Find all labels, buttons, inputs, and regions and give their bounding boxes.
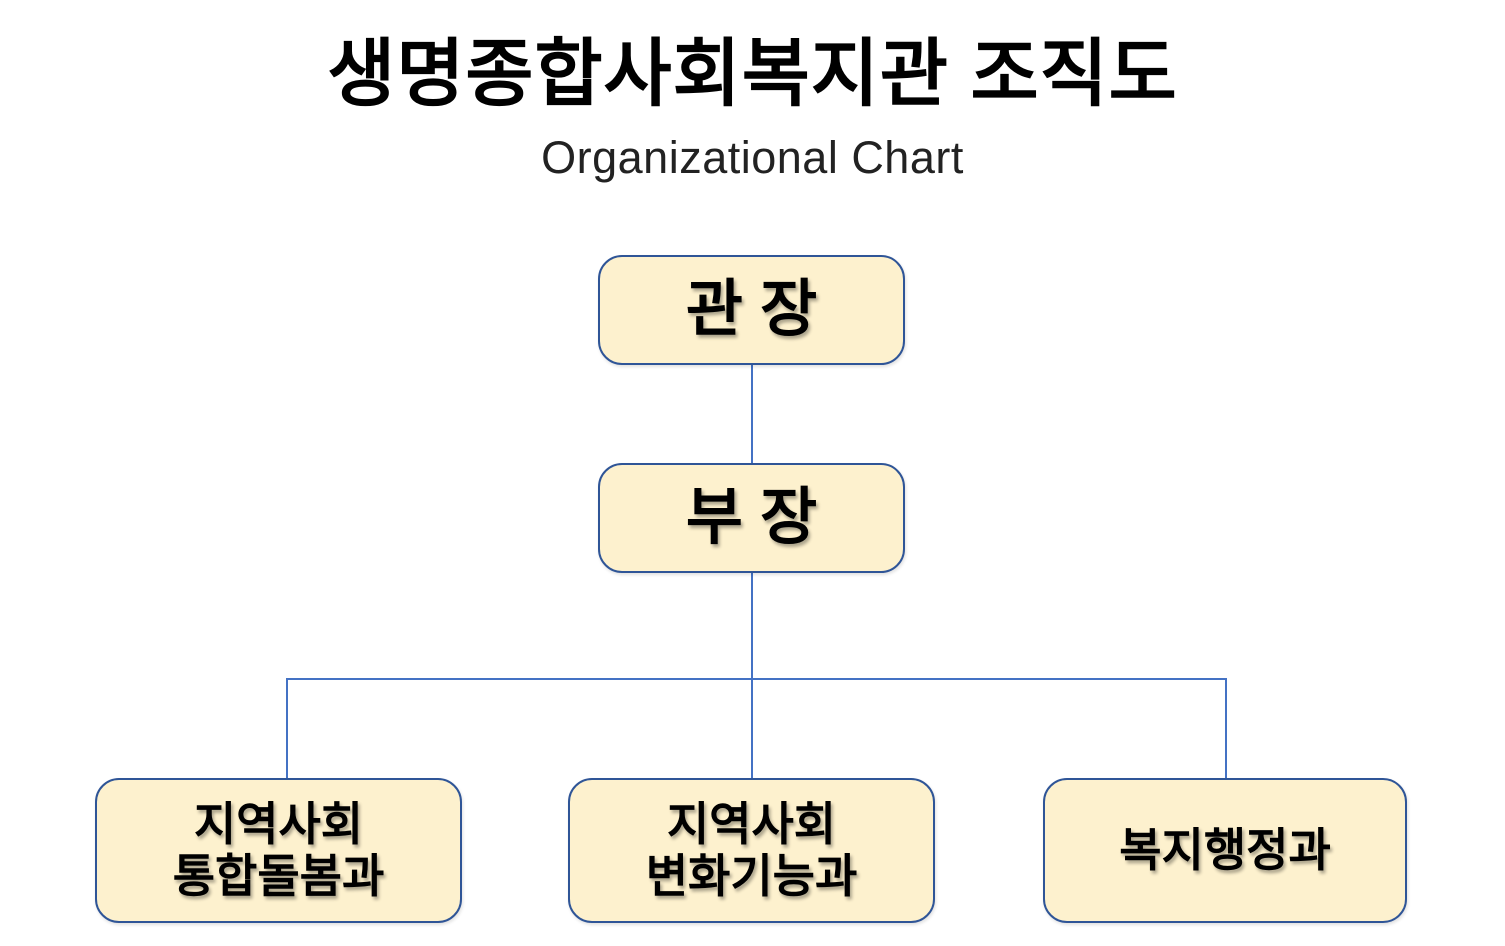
org-node-dept-integrated-care: 지역사회 통합돌봄과 bbox=[95, 778, 462, 923]
connector-director-manager bbox=[751, 365, 753, 463]
connector-horizontal-bar bbox=[286, 678, 1227, 680]
org-node-director-label: 관 장 bbox=[685, 275, 818, 345]
org-node-manager-label: 부 장 bbox=[685, 483, 818, 553]
org-node-dept-integrated-care-label: 지역사회 통합돌봄과 bbox=[172, 797, 385, 902]
page-title: 생명종합사회복지관 조직도 bbox=[327, 32, 1178, 115]
connector-drop-right bbox=[1225, 678, 1227, 778]
org-node-dept-welfare-admin: 복지행정과 bbox=[1043, 778, 1407, 923]
connector-manager-trunk bbox=[751, 573, 753, 778]
org-node-manager: 부 장 bbox=[598, 463, 905, 573]
org-node-dept-community-change-label: 지역사회 변화기능과 bbox=[645, 797, 858, 902]
org-node-director: 관 장 bbox=[598, 255, 905, 365]
org-node-dept-community-change: 지역사회 변화기능과 bbox=[568, 778, 935, 923]
org-node-dept-welfare-admin-label: 복지행정과 bbox=[1119, 823, 1331, 876]
connector-drop-left bbox=[286, 678, 288, 778]
page-subtitle: Organizational Chart bbox=[541, 132, 964, 183]
